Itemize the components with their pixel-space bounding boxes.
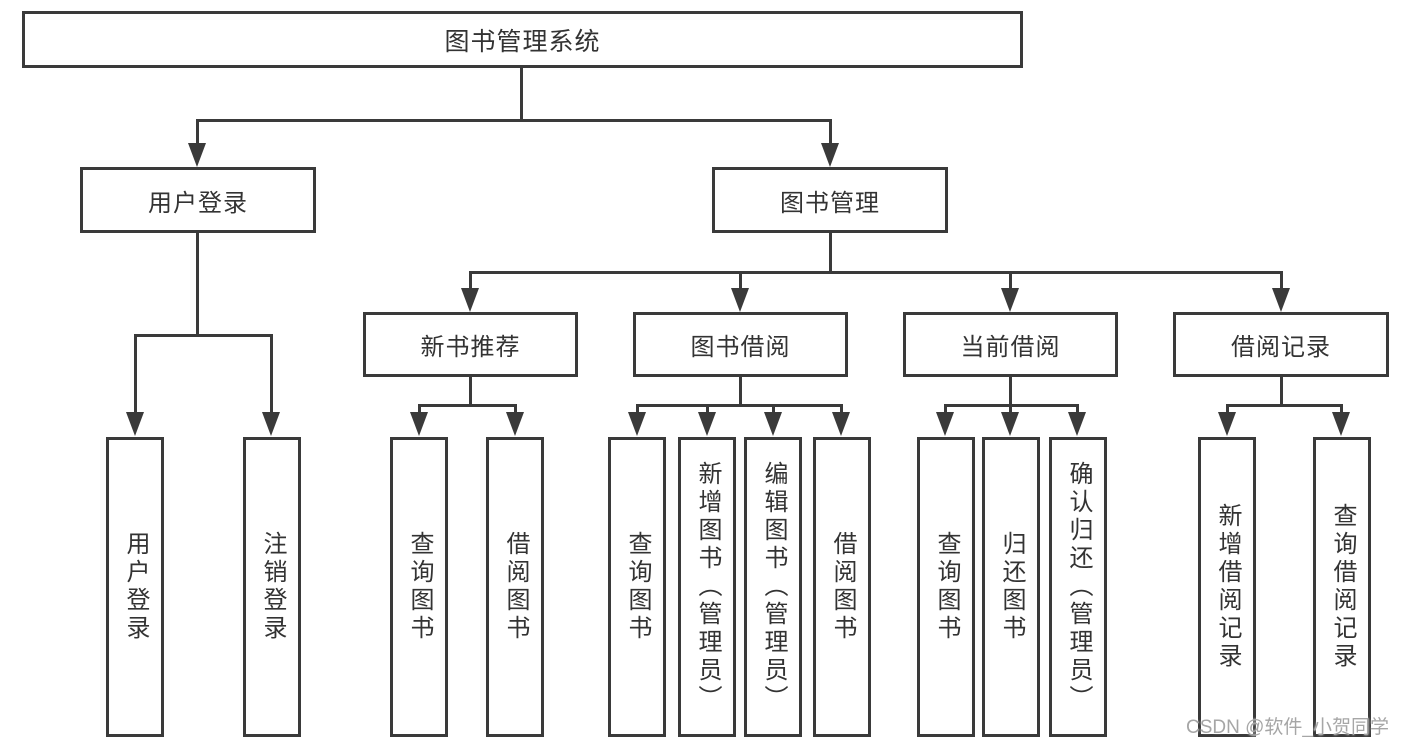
leaf-label: 查询借阅记录 (1329, 503, 1356, 671)
leaf-label: 新增借阅记录 (1214, 503, 1241, 671)
leaf-query-books-borrow: 查询图书 (608, 437, 666, 737)
edge-line (1009, 271, 1012, 289)
edge-line (1280, 377, 1283, 406)
node-label: 用户登录 (148, 189, 248, 217)
edge-line (469, 271, 1282, 274)
leaf-edit-books-admin: 编辑图书（管理员） (744, 437, 802, 737)
arrow-down (698, 412, 716, 436)
arrow-down (262, 412, 280, 436)
arrow-down (1332, 412, 1350, 436)
arrow-down (126, 412, 144, 436)
leaf-label: 编辑图书（管理员） (760, 461, 787, 713)
edge-line (829, 233, 832, 274)
arrow-down (731, 288, 749, 312)
arrow-down (1001, 412, 1019, 436)
arrow-down (1272, 288, 1290, 312)
edge-line (196, 233, 199, 336)
leaf-borrow-books-recommend: 借阅图书 (486, 437, 544, 737)
edge-line (1280, 271, 1283, 289)
leaf-label: 确认归还（管理员） (1065, 461, 1092, 713)
node-book-borrow: 图书借阅 (633, 312, 848, 377)
leaf-query-books-current: 查询图书 (917, 437, 975, 737)
edge-line (636, 404, 639, 414)
edge-line (1009, 377, 1012, 406)
edge-line (944, 404, 947, 414)
leaf-label: 归还图书 (998, 531, 1025, 643)
arrow-down (461, 288, 479, 312)
edge-line (706, 404, 709, 414)
leaf-label: 新增图书（管理员） (694, 461, 721, 713)
edge-line (196, 119, 832, 122)
leaf-user-login: 用户登录 (106, 437, 164, 737)
edge-line (134, 334, 137, 413)
edge-line (1226, 404, 1342, 407)
arrow-down (821, 143, 839, 167)
node-label: 当前借阅 (960, 334, 1061, 361)
edge-line (739, 271, 742, 289)
arrow-down (1068, 412, 1086, 436)
node-library-management-system: 图书管理系统 (22, 11, 1023, 68)
arrow-down (410, 412, 428, 436)
arrow-down (832, 412, 850, 436)
edge-line (469, 377, 472, 406)
edge-line (514, 404, 517, 414)
edge-line (270, 334, 273, 413)
node-label: 借阅记录 (1231, 334, 1331, 361)
node-new-book-recommend: 新书推荐 (363, 312, 578, 377)
arrow-down (188, 143, 206, 167)
leaf-label: 注销登录 (259, 531, 286, 643)
arrow-down (506, 412, 524, 436)
edge-line (636, 404, 842, 407)
arrow-down (1001, 288, 1019, 312)
leaf-logout: 注销登录 (243, 437, 301, 737)
edge-line (134, 334, 273, 337)
arrow-down (936, 412, 954, 436)
edge-line (418, 404, 421, 414)
edge-line (418, 404, 516, 407)
edge-line (1076, 404, 1079, 414)
node-user-login: 用户登录 (80, 167, 316, 233)
edge-line (1340, 404, 1343, 414)
node-borrow-records: 借阅记录 (1173, 312, 1389, 377)
leaf-confirm-return-admin: 确认归还（管理员） (1049, 437, 1107, 737)
csdn-watermark: CSDN @软件_小贺同学 (1186, 717, 1389, 738)
arrow-down (764, 412, 782, 436)
leaf-add-borrow-record: 新增借阅记录 (1198, 437, 1256, 737)
leaf-borrow-books: 借阅图书 (813, 437, 871, 737)
arrow-down (1218, 412, 1236, 436)
leaf-label: 查询图书 (933, 531, 960, 643)
leaf-label: 查询图书 (624, 531, 651, 643)
node-label: 新书推荐 (420, 334, 521, 361)
edge-line (829, 119, 832, 145)
leaf-label: 用户登录 (122, 531, 149, 643)
leaf-query-books-recommend: 查询图书 (390, 437, 448, 737)
edge-line (196, 119, 199, 145)
leaf-label: 借阅图书 (829, 531, 856, 643)
node-label: 图书管理系统 (444, 27, 601, 56)
edge-line (1226, 404, 1229, 414)
edge-line (739, 377, 742, 406)
edge-line (1009, 404, 1012, 414)
leaf-add-books-admin: 新增图书（管理员） (678, 437, 736, 737)
node-label: 图书管理 (780, 189, 880, 217)
node-current-borrow: 当前借阅 (903, 312, 1118, 377)
node-book-management: 图书管理 (712, 167, 948, 233)
edge-line (772, 404, 775, 414)
edge-line (469, 271, 472, 289)
leaf-label: 借阅图书 (502, 531, 529, 643)
node-label: 图书借阅 (690, 334, 791, 361)
leaf-query-borrow-record: 查询借阅记录 (1313, 437, 1371, 737)
edge-line (520, 68, 523, 120)
edge-line (840, 404, 843, 414)
leaf-label: 查询图书 (406, 531, 433, 643)
leaf-return-books: 归还图书 (982, 437, 1040, 737)
arrow-down (628, 412, 646, 436)
